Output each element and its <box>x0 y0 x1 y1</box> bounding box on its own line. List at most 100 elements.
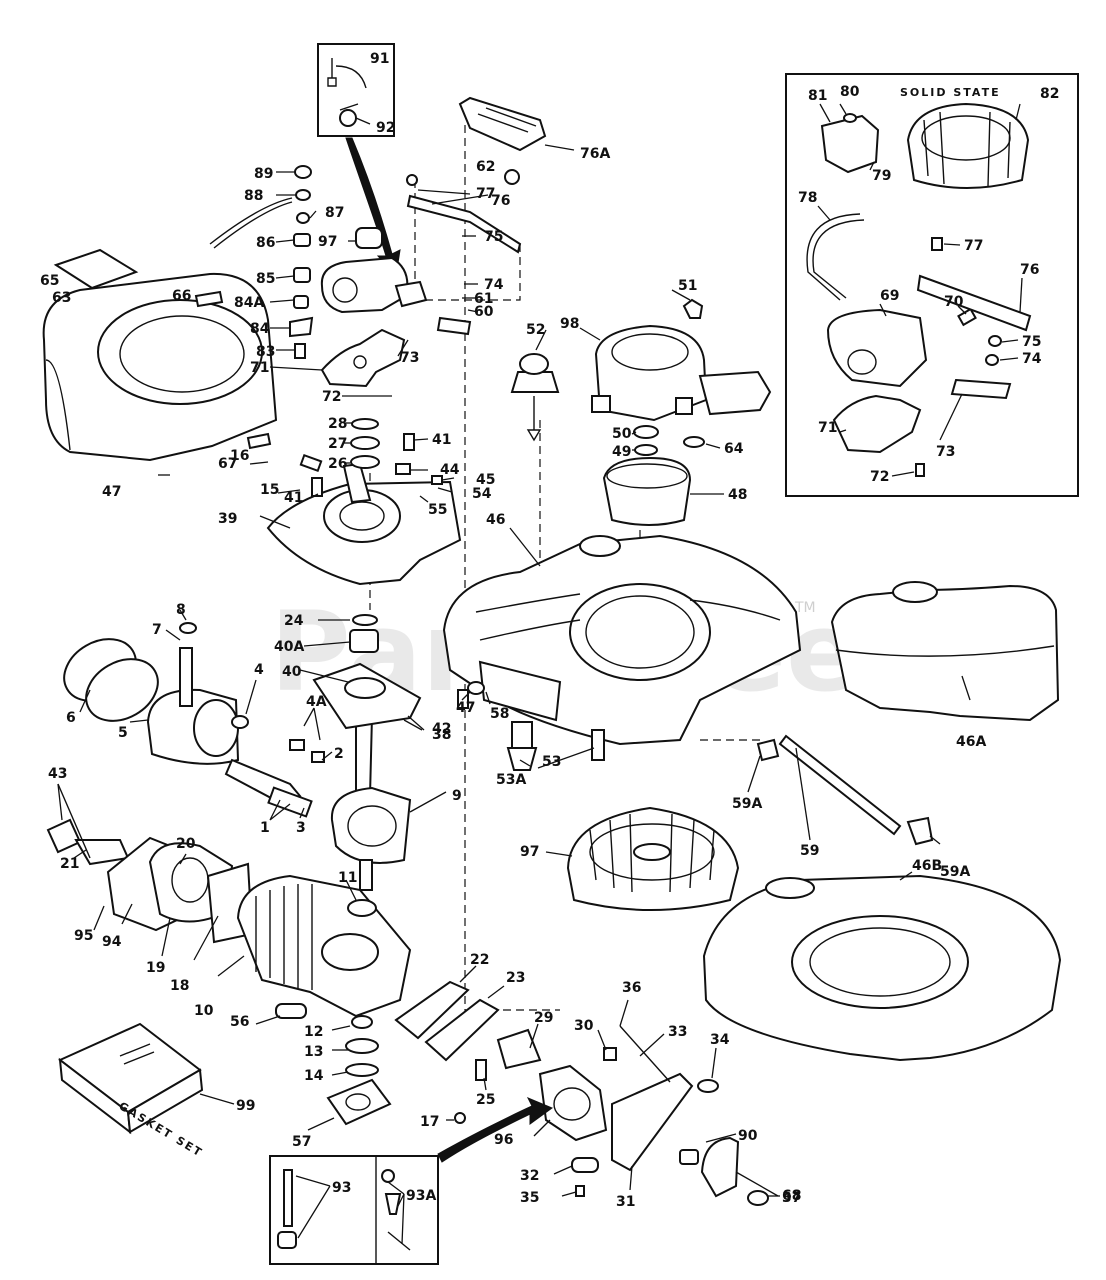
callout-46: 46 <box>486 512 505 528</box>
callout-40: 40 <box>282 664 302 680</box>
fuel-line <box>756 734 934 846</box>
callout-4a: 4A <box>306 694 327 710</box>
callout-38: 38 <box>432 727 451 743</box>
inset-callout-69: 69 <box>880 288 899 304</box>
engine-cylinder-block <box>236 874 412 1019</box>
callout-88: 88 <box>244 188 263 204</box>
callout-84: 84 <box>250 321 270 337</box>
callout-71: 71 <box>250 360 269 376</box>
callout-59: 59 <box>800 843 819 859</box>
callout-64: 64 <box>724 441 744 457</box>
blower-housing-alt <box>702 874 1062 1062</box>
callout-73: 73 <box>400 350 419 366</box>
callout-86: 86 <box>256 235 275 251</box>
callout-7: 7 <box>152 622 162 638</box>
callout-18: 18 <box>170 978 189 994</box>
connecting-rod <box>224 715 325 818</box>
callout-72: 72 <box>322 389 341 405</box>
callout-62: 62 <box>476 159 495 175</box>
watermark-trademark: TM <box>794 600 816 616</box>
callout-41b: 41 <box>432 432 451 448</box>
inset-callout-79: 79 <box>872 168 891 184</box>
callout-37: 37 <box>782 1190 801 1206</box>
inset-callout-80: 80 <box>840 84 860 100</box>
callout-43: 43 <box>48 766 67 782</box>
callout-74: 74 <box>484 277 504 293</box>
callout-92: 92 <box>376 120 395 136</box>
callout-32: 32 <box>520 1168 539 1184</box>
callout-22: 22 <box>470 952 489 968</box>
callout-12: 12 <box>304 1024 323 1040</box>
callout-29: 29 <box>534 1010 553 1026</box>
callout-50: 50 <box>612 426 632 442</box>
callout-40a: 40A <box>274 639 304 655</box>
inset-callout-73: 73 <box>936 444 955 460</box>
callout-52: 52 <box>526 322 545 338</box>
callout-83: 83 <box>256 344 275 360</box>
callout-98: 98 <box>560 316 579 332</box>
inset-callout-77: 77 <box>964 238 983 254</box>
callout-28: 28 <box>328 416 347 432</box>
callout-48: 48 <box>728 487 747 503</box>
callout-6: 6 <box>66 710 76 726</box>
callout-93: 93 <box>332 1180 351 1196</box>
callout-10: 10 <box>194 1003 214 1019</box>
callout-59a2: 59A <box>940 864 970 880</box>
callout-16: 16 <box>230 448 249 464</box>
callout-59a1: 59A <box>732 796 762 812</box>
callout-42: 42 <box>432 721 451 737</box>
callout-46b: 46B <box>912 858 942 874</box>
callout-84a: 84A <box>234 295 264 311</box>
callout-93a: 93A <box>406 1188 436 1204</box>
callout-57: 57 <box>292 1134 311 1150</box>
callout-53: 53 <box>542 754 561 770</box>
blower-housing-shroud <box>42 248 278 462</box>
callout-99: 99 <box>236 1098 255 1114</box>
callout-66: 66 <box>172 288 191 304</box>
intake-gasket <box>326 1078 392 1126</box>
callout-51: 51 <box>678 278 697 294</box>
starter-pulley <box>510 353 560 442</box>
callout-76: 76 <box>491 193 510 209</box>
callout-75: 75 <box>484 229 503 245</box>
callout-91: 91 <box>370 51 389 67</box>
inset-callout-70: 70 <box>944 294 964 310</box>
rewind-starter <box>591 298 772 422</box>
callout-36: 36 <box>622 980 641 996</box>
callout-23: 23 <box>506 970 525 986</box>
callout-25: 25 <box>476 1092 495 1108</box>
air-cleaner-bracket <box>611 1025 719 1172</box>
callout-11: 11 <box>338 870 357 886</box>
callout-76a: 76A <box>580 146 610 162</box>
points-cover-plate <box>320 328 406 388</box>
callout-58: 58 <box>490 706 509 722</box>
breaker-points-assembly <box>320 227 428 314</box>
callout-1: 1 <box>260 820 270 836</box>
callout-47b: 47 <box>456 700 475 716</box>
callout-31: 31 <box>616 1194 635 1210</box>
callout-41a: 41 <box>284 490 303 506</box>
callout-96: 96 <box>494 1132 513 1148</box>
callout-34: 34 <box>710 1032 730 1048</box>
cylinder-head-plate <box>106 836 254 944</box>
callout-97a: 97 <box>318 234 337 250</box>
leader-lines <box>57 103 1023 1245</box>
callout-49: 49 <box>612 444 631 460</box>
coil-wire-inset <box>317 43 395 137</box>
callout-14: 14 <box>304 1068 324 1084</box>
inset-callout-78: 78 <box>798 190 817 206</box>
callout-94: 94 <box>102 934 122 950</box>
callout-44: 44 <box>440 462 460 478</box>
callout-24: 24 <box>284 613 304 629</box>
inset-callout-72: 72 <box>870 469 889 485</box>
callout-53a: 53A <box>496 772 526 788</box>
callout-9: 9 <box>452 788 462 804</box>
inset-callout-82: 82 <box>1040 86 1059 102</box>
flywheel <box>566 806 740 911</box>
callout-97b: 97 <box>520 844 539 860</box>
fuel-tank-alt <box>830 581 1060 722</box>
crankcase-seals <box>345 899 379 1077</box>
fuel-tank <box>442 534 802 746</box>
inset-callout-74: 74 <box>1022 351 1042 367</box>
callout-26: 26 <box>328 456 347 472</box>
